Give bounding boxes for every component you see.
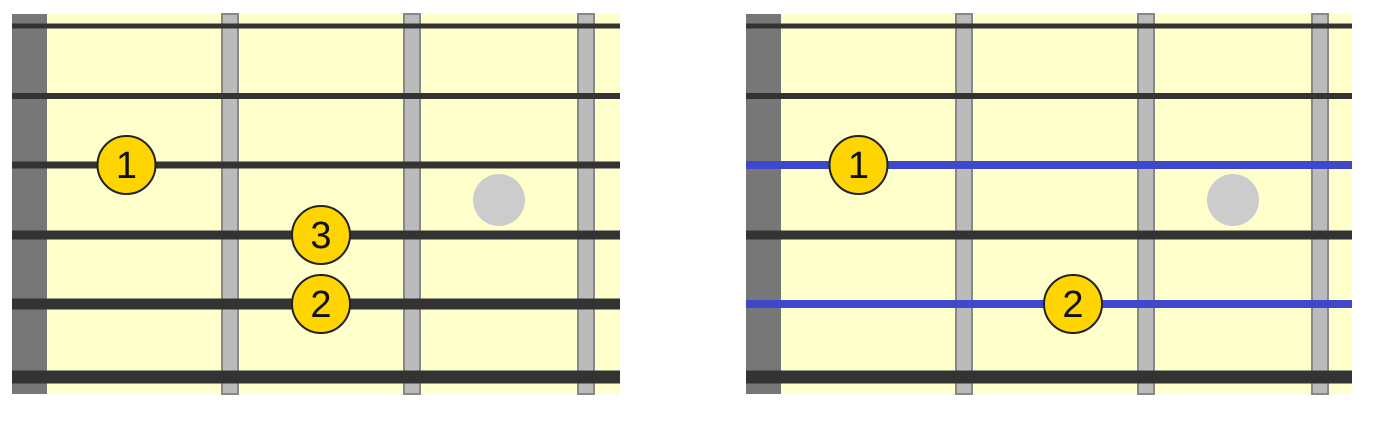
finger-number-label: 2	[310, 284, 331, 326]
fret-wire-3	[577, 13, 595, 395]
string-3	[12, 161, 620, 169]
nut	[746, 14, 781, 394]
highlighted-string-3	[746, 161, 1352, 169]
finger-marker-circle	[828, 135, 889, 195]
finger-number-label: 3	[310, 215, 331, 257]
fretboard-background	[746, 14, 1352, 394]
finger-marker: 2	[1043, 274, 1103, 334]
string-2	[746, 93, 1352, 99]
string-1	[746, 23, 1352, 29]
fret-inlay-dot	[473, 174, 525, 226]
fret-wire-2	[403, 13, 421, 395]
finger-marker-circle	[291, 274, 351, 334]
finger-number-label: 1	[116, 145, 137, 187]
fret-wire-2	[1137, 13, 1155, 395]
string-6	[12, 370, 620, 384]
string-1	[12, 23, 620, 29]
finger-number-label: 2	[1062, 284, 1083, 326]
string-6	[746, 370, 1352, 384]
fret-wire-3	[1311, 13, 1329, 395]
fretboard-background	[12, 14, 620, 394]
finger-marker-circle	[1043, 274, 1103, 334]
string-2	[12, 93, 620, 99]
finger-marker: 1	[828, 135, 889, 195]
fretboard-diagram-2: 12	[746, 13, 1352, 395]
nut	[12, 14, 47, 394]
finger-number-label: 1	[848, 145, 869, 187]
finger-marker: 3	[291, 205, 351, 265]
finger-marker-circle	[96, 135, 157, 195]
finger-marker: 1	[96, 135, 157, 195]
string-4	[746, 230, 1352, 240]
fret-inlay-dot	[1207, 174, 1259, 226]
finger-marker-circle	[291, 205, 351, 265]
finger-marker: 2	[291, 274, 351, 334]
fretboard-diagram-1: 1 3 2	[12, 13, 620, 395]
fret-wire-1	[955, 13, 973, 395]
fret-wire-1	[221, 13, 239, 395]
